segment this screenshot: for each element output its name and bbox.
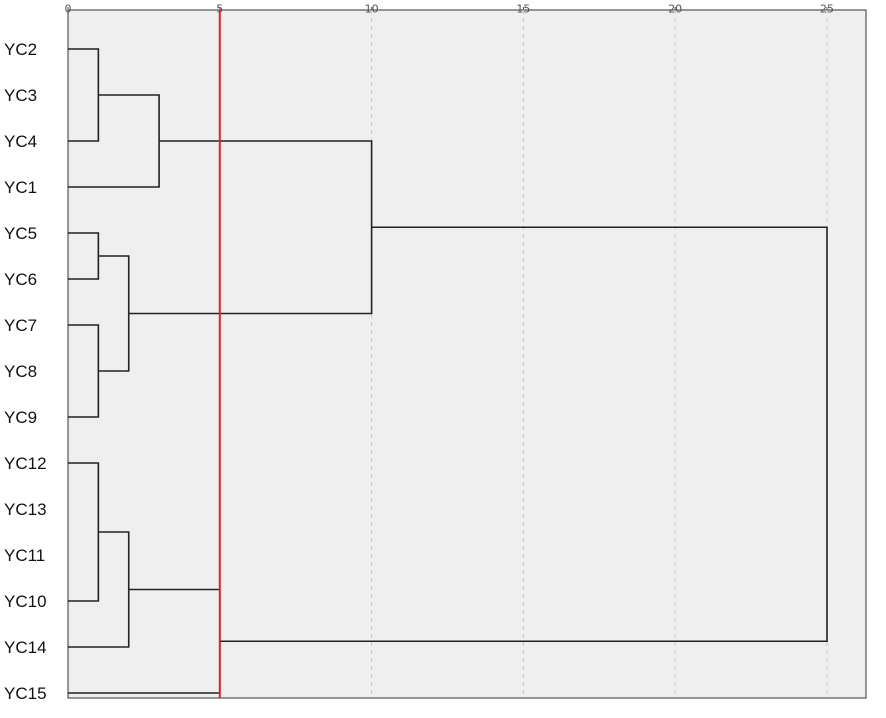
leaf-label: YC1 [4,178,37,197]
x-axis-ticks: 0 5 10 15 20 25 [65,3,835,16]
leaf-labels: YC2YC3YC4YC1YC5YC6YC7YC8YC9YC12YC13YC11Y… [4,40,47,703]
plot-area [67,9,867,699]
leaf-label: YC3 [4,86,37,105]
dendrogram-link [219,226,828,643]
leaf-label: YC12 [4,454,47,473]
leaf-label: YC6 [4,270,37,289]
leaf-label: YC5 [4,224,37,243]
x-tick-label: 25 [820,3,834,16]
leaf-label: YC8 [4,362,37,381]
leaf-label: YC15 [4,684,47,703]
leaf-label: YC10 [4,592,47,611]
x-tick-label: 15 [516,3,530,16]
x-tick-label: 0 [65,3,72,16]
x-tick-label: 10 [365,3,379,16]
x-tick-label: 5 [216,3,223,16]
leaf-label: YC13 [4,500,47,519]
leaf-label: YC4 [4,132,37,151]
leaf-label: YC14 [4,638,47,657]
leaf-label: YC9 [4,408,37,427]
dendrogram-links [68,48,828,694]
leaf-label: YC2 [4,40,37,59]
x-tick-label: 20 [668,3,682,16]
leaf-label: YC11 [4,546,45,565]
leaf-label: YC7 [4,316,37,335]
